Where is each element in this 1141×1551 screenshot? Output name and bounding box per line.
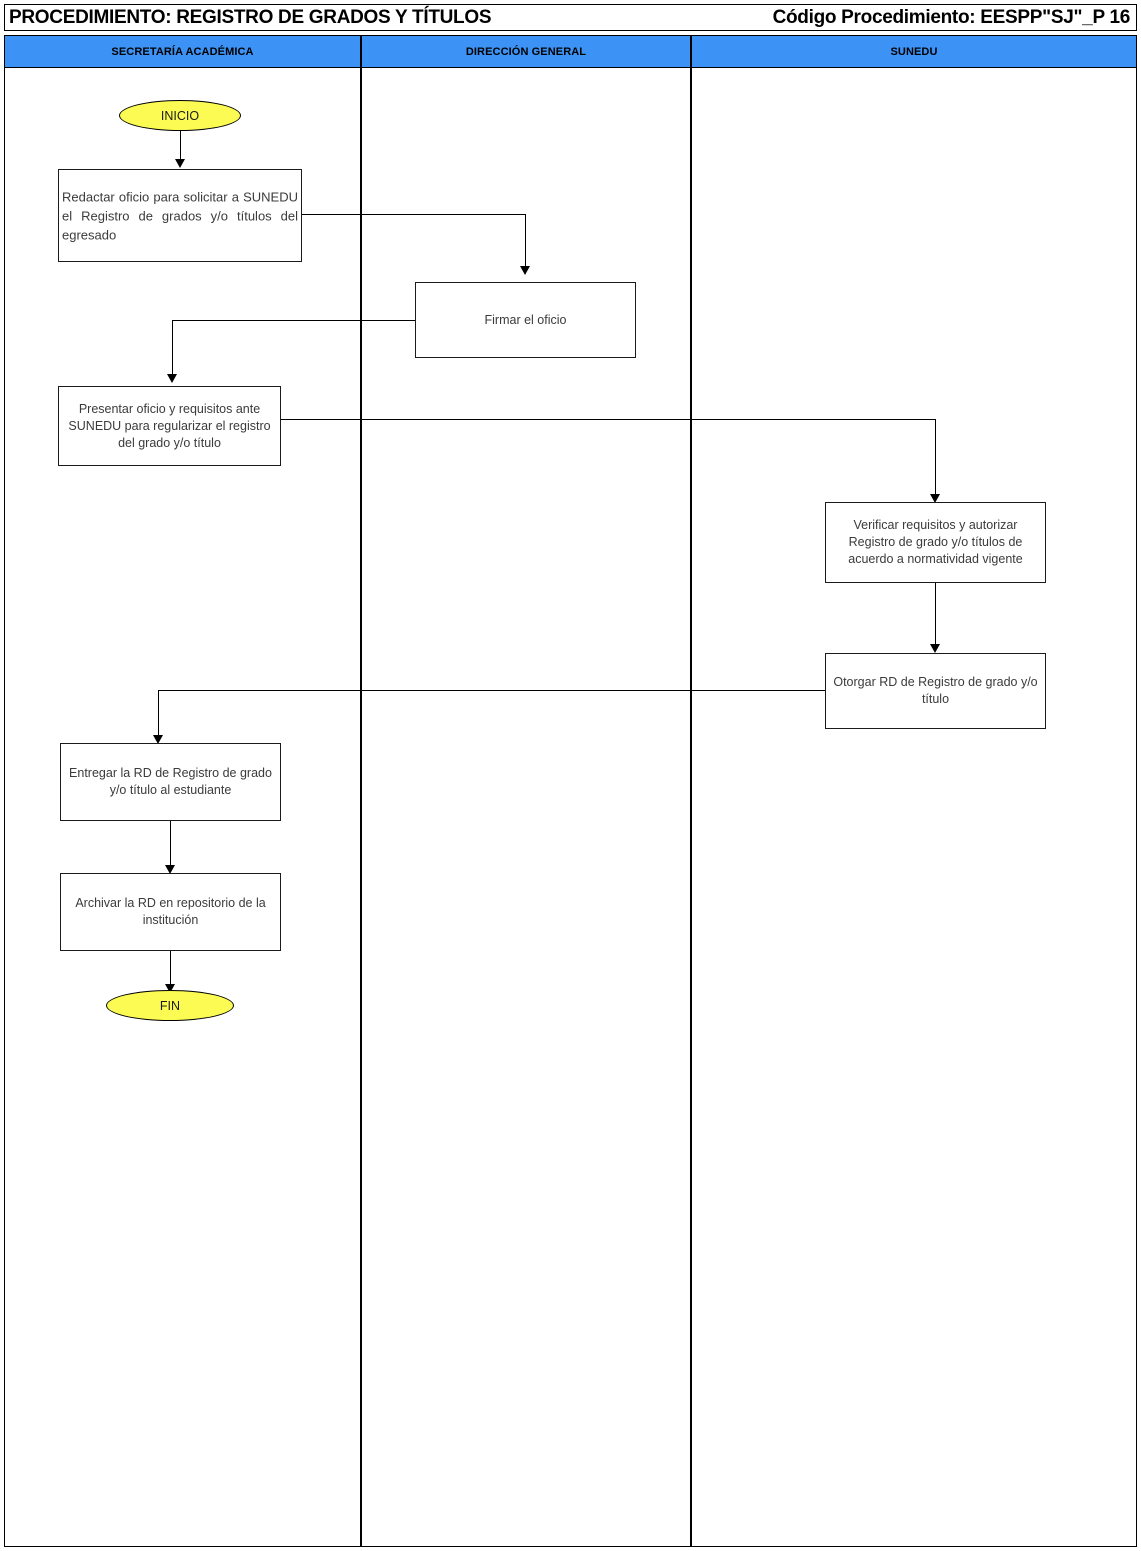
connector-archivar-to-fin: [170, 951, 171, 991]
arrowhead-archivar-to-fin: [165, 984, 175, 993]
node-presentar-oficio[interactable]: Presentar oficio y requisitos ante SUNED…: [58, 386, 281, 466]
node-label: Redactar oficio para solicitar a SUNEDU …: [62, 189, 298, 242]
node-redactar-oficio[interactable]: Redactar oficio para solicitar a SUNEDU …: [58, 169, 302, 262]
node-firmar-oficio[interactable]: Firmar el oficio: [415, 282, 636, 358]
node-fin[interactable]: FIN: [106, 990, 234, 1021]
page-title: PROCEDIMIENTO: REGISTRO DE GRADOS Y TÍTU…: [9, 7, 492, 28]
connector-presentar-to-verificar-v: [935, 419, 936, 497]
lane-body-sunedu: [691, 68, 1137, 1547]
node-label: Verificar requisitos y autorizar Registr…: [848, 518, 1023, 566]
document-title-bar: PROCEDIMIENTO: REGISTRO DE GRADOS Y TÍTU…: [4, 4, 1137, 31]
node-label: Presentar oficio y requisitos ante SUNED…: [68, 401, 271, 450]
node-label: Entregar la RD de Registro de grado y/o …: [69, 766, 272, 797]
connector-redactar-to-firmar-h: [302, 214, 526, 215]
node-entregar-rd[interactable]: Entregar la RD de Registro de grado y/o …: [60, 743, 281, 821]
node-label: FIN: [159, 998, 181, 1013]
connector-otorgar-to-entregar-v: [158, 690, 159, 740]
node-otorgar-rd[interactable]: Otorgar RD de Registro de grado y/o títu…: [825, 653, 1046, 729]
arrowhead-otorgar-to-entregar: [153, 735, 163, 744]
connector-verificar-to-otorgar: [935, 583, 936, 646]
lane-header-sunedu: SUNEDU: [691, 35, 1137, 68]
connector-otorgar-to-entregar-h: [158, 690, 825, 691]
connector-firmar-to-presentar-v: [172, 320, 173, 376]
node-label: Otorgar RD de Registro de grado y/o títu…: [833, 675, 1038, 706]
connector-presentar-to-verificar-h: [281, 419, 936, 420]
arrowhead-verificar-to-otorgar: [930, 644, 940, 653]
connector-inicio-to-redactar: [180, 130, 181, 162]
arrowhead-presentar-to-verificar: [930, 494, 940, 503]
lane-header-secretaria-academica: SECRETARÍA ACADÉMICA: [4, 35, 361, 68]
arrowhead-inicio-to-redactar: [175, 159, 185, 168]
lane-label: DIRECCIÓN GENERAL: [465, 45, 587, 58]
node-inicio[interactable]: INICIO: [119, 100, 241, 131]
arrowhead-entregar-to-archivar: [165, 865, 175, 874]
node-label: Firmar el oficio: [484, 312, 567, 327]
arrowhead-redactar-to-firmar: [520, 266, 530, 275]
node-archivar-rd[interactable]: Archivar la RD en repositorio de la inst…: [60, 873, 281, 951]
connector-entregar-to-archivar: [170, 821, 171, 871]
lane-header-direccion-general: DIRECCIÓN GENERAL: [361, 35, 691, 68]
node-verificar-requisitos[interactable]: Verificar requisitos y autorizar Registr…: [825, 502, 1046, 583]
lane-label: SUNEDU: [890, 45, 938, 58]
node-label: INICIO: [160, 108, 200, 123]
connector-firmar-to-presentar-h: [172, 320, 416, 321]
procedure-code: Código Procedimiento: EESPP"SJ"_P 16: [772, 7, 1131, 28]
lane-label: SECRETARÍA ACADÉMICA: [111, 45, 254, 58]
connector-redactar-to-firmar-v: [525, 214, 526, 268]
arrowhead-firmar-to-presentar: [167, 374, 177, 383]
node-label: Archivar la RD en repositorio de la inst…: [75, 896, 266, 927]
